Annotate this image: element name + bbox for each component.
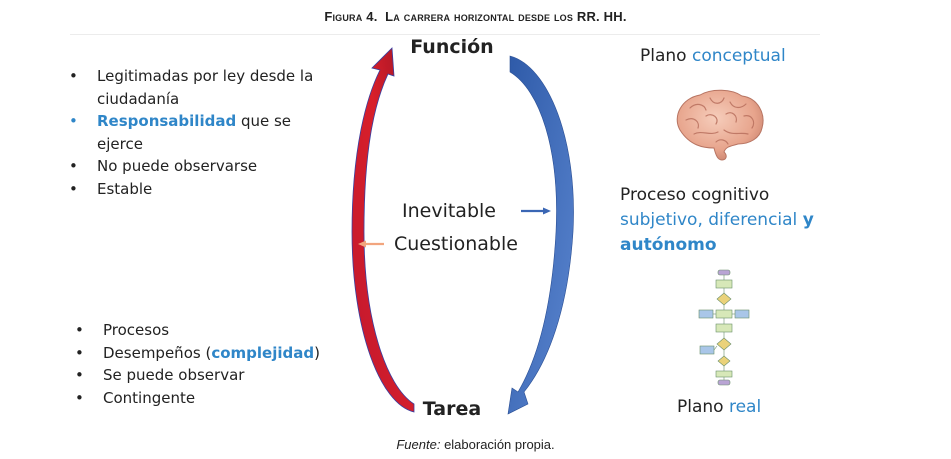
- function-attributes-list: Legitimadas por ley desde la ciudadanía …: [69, 65, 339, 200]
- highlight-complejidad: complejidad: [211, 343, 315, 362]
- highlight-responsabilidad: Responsabilidad: [97, 112, 237, 130]
- list-item: Contingente: [75, 387, 345, 410]
- node-funcion: Función: [410, 36, 494, 58]
- task-attributes-list: Procesos Desempeños (complejidad) Se pue…: [75, 319, 345, 409]
- proceso-cognitivo: Proceso cognitivo subjetivo, diferencial…: [620, 185, 814, 255]
- figure-number: Figura 4.: [324, 9, 378, 24]
- list-item: No puede observarse: [69, 155, 339, 178]
- figure-caption: Figura 4. La carrera horizontal desde lo…: [0, 9, 951, 24]
- source-caption: Fuente: elaboración propia.: [0, 437, 951, 452]
- plano-conceptual: Plano conceptual: [640, 46, 786, 66]
- list-item: Se puede observar: [75, 364, 345, 387]
- list-item: Estable: [69, 178, 339, 201]
- source-label: Fuente:: [396, 437, 441, 452]
- blue-cycle-arrow: [507, 55, 574, 415]
- label-cuestionable: Cuestionable: [394, 233, 518, 255]
- brain-icon: [676, 89, 764, 161]
- red-cycle-arrow: [351, 47, 415, 413]
- node-tarea: Tarea: [422, 398, 482, 420]
- list-item: Legitimadas por ley desde la ciudadanía: [69, 65, 339, 110]
- list-item: Responsabilidad que se ejerce: [69, 110, 339, 155]
- figure-title: La carrera horizontal desde los RR. HH.: [385, 9, 627, 24]
- label-inevitable: Inevitable: [402, 200, 496, 222]
- list-item: Desempeños (complejidad): [75, 342, 345, 365]
- source-text: elaboración propia.: [444, 437, 555, 452]
- divider: [70, 34, 820, 35]
- list-item: Procesos: [75, 319, 345, 342]
- flowchart-icon: [698, 269, 750, 386]
- plano-real: Plano real: [677, 397, 762, 417]
